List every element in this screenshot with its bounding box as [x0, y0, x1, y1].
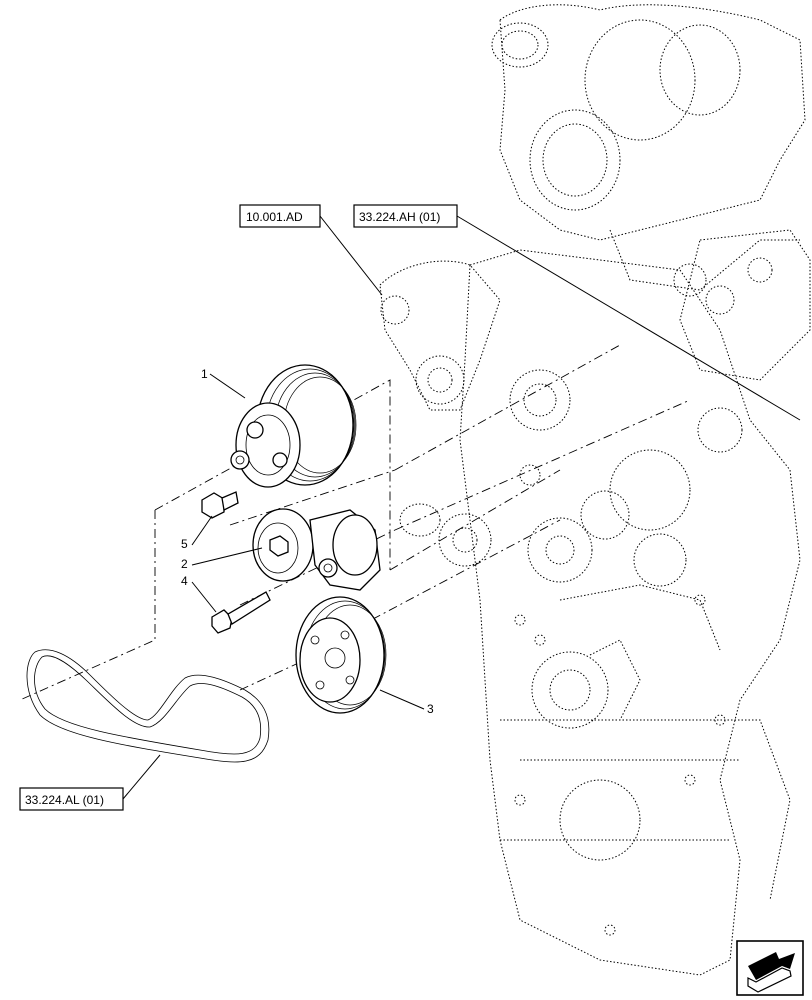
reference-engine-mount[interactable]: 10.001.AD	[239, 204, 321, 228]
part-4-long-bolt	[211, 591, 271, 634]
reference-belt-label: 33.224.AL (01)	[25, 793, 104, 807]
callout-1: 1	[201, 367, 208, 381]
reference-belt[interactable]: 33.224.AL (01)	[19, 787, 124, 811]
drive-belt	[26, 649, 270, 763]
reference-compressor-label: 33.224.AH (01)	[359, 210, 440, 224]
callout-2: 2	[181, 557, 188, 571]
callout-4: 4	[181, 574, 188, 588]
part-1-fan-pulley	[230, 364, 357, 488]
reference-engine-mount-label: 10.001.AD	[246, 210, 303, 224]
callout-5: 5	[181, 537, 188, 551]
next-page-arrow-icon[interactable]	[736, 940, 804, 996]
part-2-idler-tensioner	[252, 508, 381, 591]
callout-3: 3	[427, 702, 434, 716]
part-5-hex-bolt	[201, 491, 239, 519]
engine-block-outline	[379, 4, 811, 976]
reference-compressor[interactable]: 33.224.AH (01)	[353, 204, 458, 228]
part-3-crank-pulley	[295, 596, 387, 714]
